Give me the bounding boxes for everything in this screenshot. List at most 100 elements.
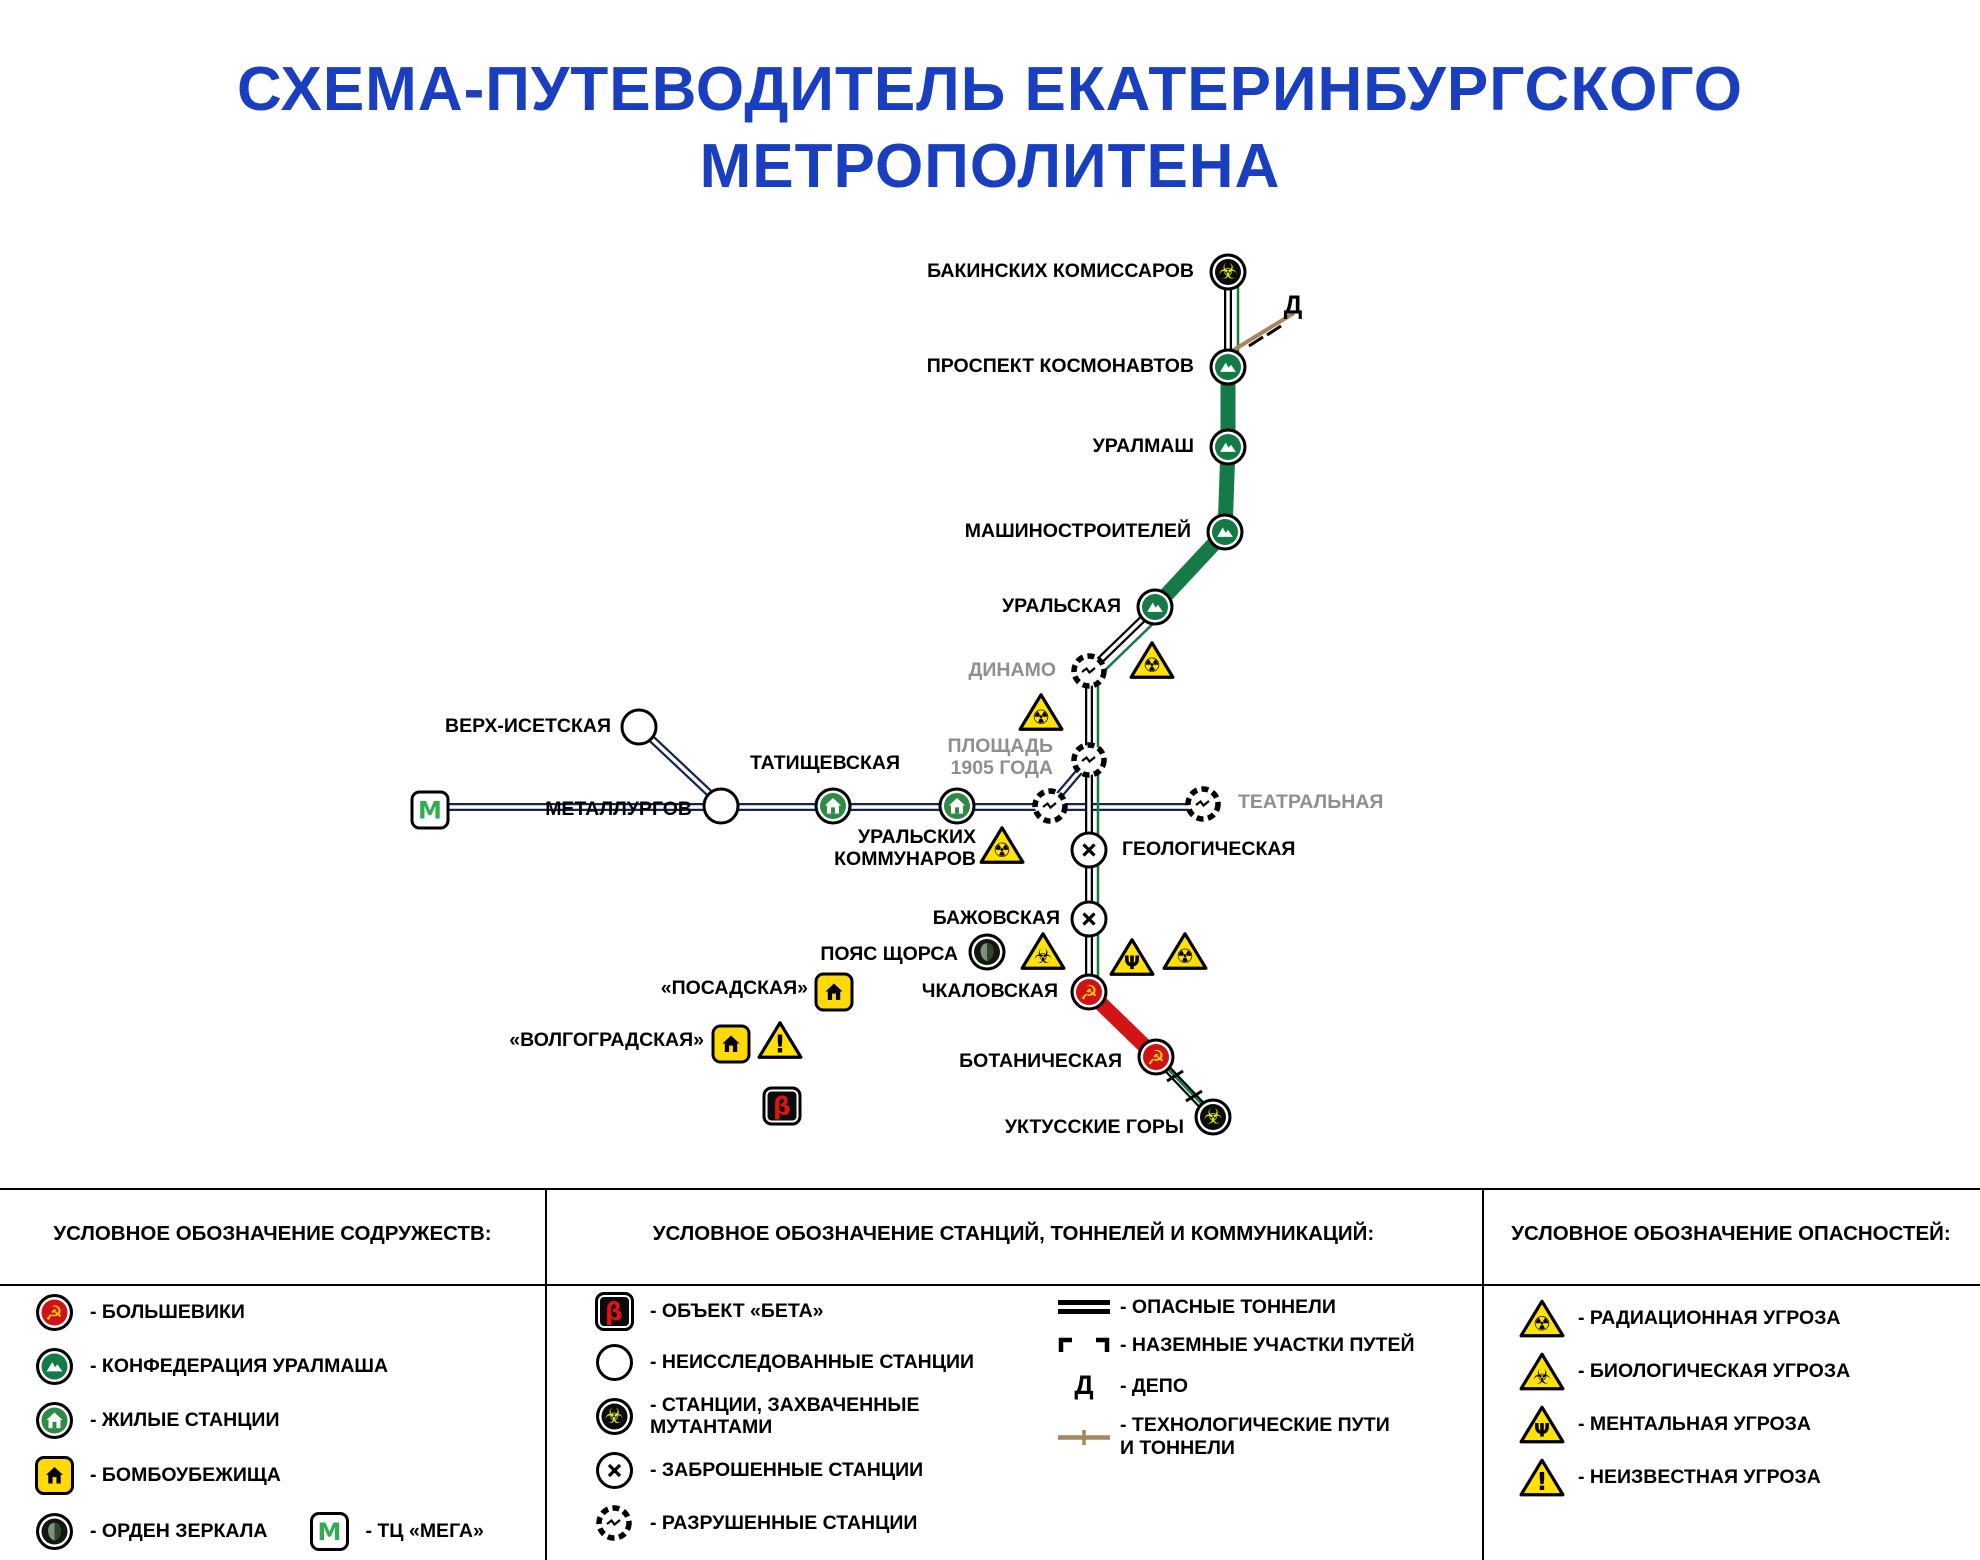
- station-label-volgogradskaya: «ВОЛГОГРАДСКАЯ»: [509, 1029, 704, 1052]
- destroyed-station-icon: [1068, 739, 1110, 781]
- bomb-shelter-icon: [34, 1456, 74, 1495]
- legend-item-label: - СТАНЦИИ, ЗАХВАЧЕННЫЕ МУТАНТАМИ: [650, 1394, 920, 1439]
- mutant-captured-station-icon: ☣: [1194, 1098, 1232, 1136]
- legend-item-label: - НЕИЗВЕСТНАЯ УГРОЗА: [1578, 1466, 1821, 1489]
- station-marker-geologicheskaya: [1070, 831, 1108, 869]
- station-label-teatralnaya: ТЕАТРАЛЬНАЯ: [1238, 791, 1384, 814]
- station-label-tatishchevskaya: ТАТИЩЕВСКАЯ: [749, 752, 900, 775]
- legend-header-stations: УСЛОВНОЕ ОБОЗНАЧЕНИЕ СТАНЦИЙ, ТОННЕЛЕЙ И…: [652, 1222, 1375, 1245]
- legend-item: β- ОБЪЕКТ «БЕТА»: [588, 1292, 974, 1331]
- radiation-warning-icon: ☢: [1018, 692, 1064, 733]
- legend-item: ☣ - СТАНЦИИ, ЗАХВАЧЕННЫЕ МУТАНТАМИ: [588, 1394, 974, 1439]
- station-marker-uktusskie-gory: ☣: [1194, 1098, 1232, 1136]
- legend-divider-2: [1482, 1188, 1484, 1560]
- legend-item-icon: ☣: [588, 1397, 640, 1435]
- destroyed-station-icon: [1068, 650, 1110, 692]
- legend-item-label: - РАЗРУШЕННЫЕ СТАНЦИИ: [650, 1511, 918, 1534]
- station-marker-botanicheskaya: ☭: [1137, 1038, 1175, 1076]
- legend-item-icon: [1058, 1300, 1110, 1315]
- unexplored-station-icon: [620, 708, 658, 746]
- unknown-warning-icon: !: [1519, 1457, 1565, 1498]
- legend-item: - РАЗРУШЕННЫЕ СТАНЦИИ: [588, 1502, 974, 1544]
- station-marker-teatralnaya: [1182, 783, 1224, 825]
- mental-warning-icon: Ψ: [1109, 937, 1155, 978]
- uralmash-confederation-icon: [1209, 348, 1247, 386]
- legend-divider-1: [545, 1188, 547, 1560]
- legend-item: Д - ДЕПО: [1058, 1372, 1415, 1399]
- mental-warning-icon: Ψ: [1519, 1404, 1565, 1445]
- biohazard-warning-icon: ☣: [1519, 1351, 1565, 1392]
- line1-tracks: [1085, 272, 1240, 1125]
- station-marker-uralmash: [1209, 428, 1247, 466]
- legend-stations-list: β- ОБЪЕКТ «БЕТА»- НЕИССЛЕДОВАННЫЕ СТАНЦИ…: [588, 1292, 974, 1544]
- legend-item-label: - БОЛЬШЕВИКИ: [90, 1301, 245, 1324]
- mirror-order-icon: [968, 933, 1006, 971]
- station-label-chkalovskaya: ЧКАЛОВСКАЯ: [921, 980, 1058, 1003]
- legend-header-factions: УСЛОВНОЕ ОБОЗНАЧЕНИЕ СОДРУЖЕСТВ:: [53, 1222, 492, 1245]
- destroyed-station-icon: [593, 1502, 635, 1544]
- station-marker-posadskaya: [814, 972, 854, 1012]
- line1-green-segment: [1149, 367, 1236, 613]
- destroyed-station-icon: [1182, 783, 1224, 825]
- legend-item-icon: [1058, 1428, 1110, 1446]
- station-label-uktusskie-gory: УКТУССКИЕ ГОРЫ: [1004, 1116, 1184, 1139]
- station-marker-ploshchad-1905-goda-2: [1029, 785, 1071, 827]
- radiation-warning-icon: ☢: [1129, 640, 1175, 681]
- depot-icon: Д: [1074, 1370, 1094, 1401]
- mega-mall-icon: М: [410, 790, 450, 830]
- residential-station-icon: [938, 787, 976, 825]
- radiation-warning-icon: ☢: [1519, 1298, 1565, 1339]
- legend-item: ☢ - РАДИАЦИОННАЯ УГРОЗА: [1516, 1298, 1850, 1339]
- legend-item-icon: Ψ: [1516, 1404, 1568, 1445]
- legend-item-label: - ДЕПО: [1120, 1374, 1188, 1397]
- legend-item: ! - НЕИЗВЕСТНАЯ УГРОЗА: [1516, 1457, 1850, 1498]
- station-label-metallurgov: МЕТАЛЛУРГОВ: [545, 798, 692, 821]
- unknown-warning-marker: !: [757, 1020, 803, 1061]
- legend-item-icon: [28, 1456, 80, 1495]
- legend-top-divider: [0, 1188, 1980, 1190]
- uralmash-confederation-icon: [1136, 588, 1174, 626]
- legend-item: - ТЕХНОЛОГИЧЕСКИЕ ПУТИ И ТОННЕЛИ: [1058, 1414, 1415, 1459]
- residential-station-icon: [814, 787, 852, 825]
- legend-item-label: - БОМБОУБЕЖИЩА: [90, 1464, 281, 1487]
- legend-item-label: - НАЗЕМНЫЕ УЧАСТКИ ПУТЕЙ: [1120, 1334, 1415, 1357]
- svg-text:Ψ: Ψ: [1124, 953, 1140, 974]
- svg-text:☢: ☢: [1032, 706, 1050, 729]
- legend-item: ☣ - БИОЛОГИЧЕСКАЯ УГРОЗА: [1516, 1351, 1850, 1392]
- station-label-verh-isetskaya: ВЕРХ-ИСЕТСКАЯ: [445, 715, 611, 738]
- bolsheviks-icon: ☭: [1070, 973, 1108, 1011]
- legend-header-dangers: УСЛОВНОЕ ОБОЗНАЧЕНИЕ ОПАСНОСТЕЙ:: [1511, 1222, 1951, 1245]
- mutant-captured-station-icon: ☣: [595, 1397, 633, 1435]
- station-marker-chkalovskaya: ☭: [1070, 973, 1108, 1011]
- legend-item-label: - БИОЛОГИЧЕСКАЯ УГРОЗА: [1578, 1360, 1851, 1383]
- biohazard-warning-icon: ☣: [1020, 931, 1066, 972]
- svg-text:!: !: [1536, 1467, 1547, 1496]
- legend-item-icon: !: [1516, 1457, 1568, 1498]
- legend-item-label: - РАДИАЦИОННАЯ УГРОЗА: [1578, 1307, 1841, 1330]
- station-label-bakinskih-komissarov: БАКИНСКИХ КОМИССАРОВ: [927, 260, 1194, 283]
- bomb-shelter-icon: [711, 1024, 751, 1064]
- station-marker-uralskaya: [1136, 588, 1174, 626]
- beta-object-icon: β: [762, 1086, 802, 1126]
- bio-warning-marker: ☣: [1020, 931, 1066, 972]
- legend-item: Ψ- МЕНТАЛЬНАЯ УГРОЗА: [1516, 1404, 1850, 1445]
- bomb-shelter-icon: [814, 972, 854, 1012]
- svg-text:☢: ☢: [1143, 654, 1161, 677]
- residential-station-icon: [35, 1402, 73, 1439]
- legend-item: - ОПАСНЫЕ ТОННЕЛИ: [1058, 1296, 1415, 1318]
- radiation-warning-icon: ☢: [1162, 931, 1208, 972]
- legend-item: - ЖИЛЫЕ СТАНЦИИ: [28, 1402, 484, 1439]
- station-label-botanicheskaya: БОТАНИЧЕСКАЯ: [959, 1050, 1122, 1073]
- station-marker-beta-object: β: [762, 1086, 802, 1126]
- station-label-dinamo: ДИНАМО: [968, 659, 1056, 682]
- bolsheviks-icon: ☭: [1137, 1038, 1175, 1076]
- mirror-order-icon: [35, 1513, 73, 1550]
- station-label-mashinostroiteley: МАШИНОСТРОИТЕЛЕЙ: [964, 520, 1191, 543]
- abandoned-station-icon: [1070, 900, 1108, 938]
- svg-text:☣: ☣: [1034, 945, 1052, 968]
- station-marker-poyas-shchorsa: [968, 933, 1006, 971]
- legend-item-icon: [1058, 1333, 1110, 1357]
- legend-dangers-list: ☢ - РАДИАЦИОННАЯ УГРОЗА ☣ - БИОЛОГИЧЕСКАЯ У…: [1516, 1298, 1850, 1498]
